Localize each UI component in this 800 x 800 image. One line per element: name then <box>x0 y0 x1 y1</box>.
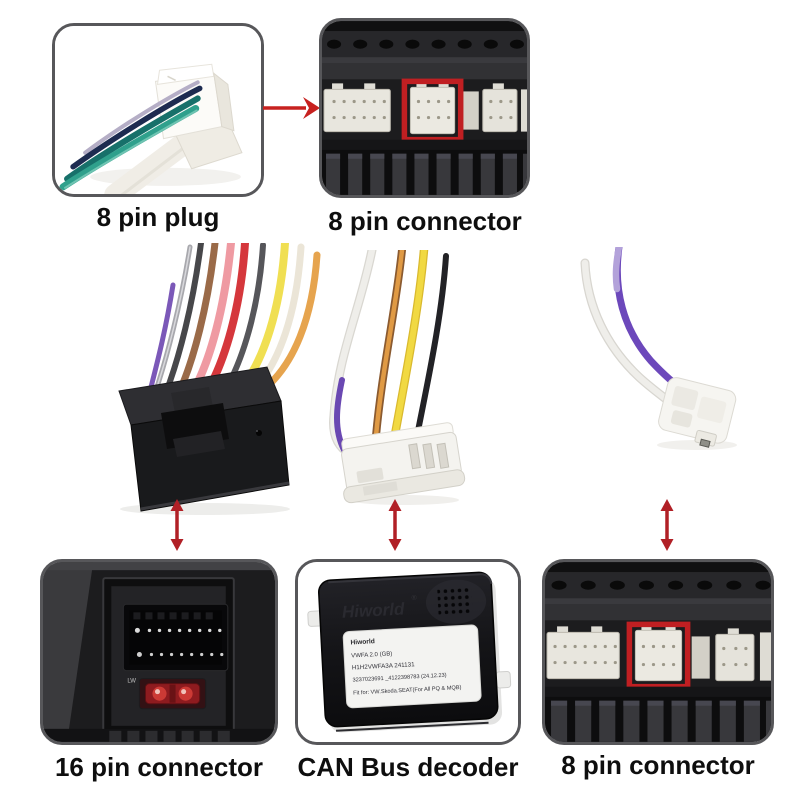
mount-tab-right <box>495 670 512 689</box>
harness-white-connector-photo <box>320 250 470 508</box>
vent-holes <box>551 580 771 590</box>
harness-16pin-plug-photo <box>75 243 325 515</box>
8pin-plug-photo <box>55 26 261 194</box>
16pin-socket-photo: LW <box>43 562 275 742</box>
photo-frame-16pin-connector: LW <box>40 559 278 745</box>
connector-row <box>323 81 527 135</box>
harness-wires <box>329 250 449 459</box>
canbus-decoder-photo: Hiworld ® Hiworld VWFA 2.0 (GB) H1H2VWFA… <box>298 562 518 742</box>
caption-8pin-connector-bottom: 8 pin connector <box>561 750 755 780</box>
label-line-model: VWFA 2.0 (GB) <box>351 651 392 659</box>
label-line-part: H1H2VWFA3A 241131 <box>352 661 416 671</box>
arrow-double-vertical-icon <box>388 499 402 551</box>
head-unit-rear-photo-bottom <box>545 562 771 742</box>
small-white-connector-body <box>658 377 737 448</box>
caption-8pin-plug: 8 pin plug <box>96 202 220 232</box>
label-line-brand: Hiworld <box>350 638 375 646</box>
head-unit-rear-photo-top <box>322 21 527 195</box>
connector-row <box>546 624 771 682</box>
arrow-right-icon <box>263 97 320 119</box>
arrow-double-vertical-icon <box>170 499 184 551</box>
photo-frame-canbus-decoder: Hiworld ® Hiworld VWFA 2.0 (GB) H1H2VWFA… <box>295 559 521 745</box>
heatsink-fins <box>326 153 527 195</box>
16pin-socket <box>122 603 229 672</box>
white-connector-body <box>341 422 466 504</box>
heatsink-fins <box>551 700 771 742</box>
plug-wires <box>59 80 203 191</box>
black-16pin-plug-body <box>118 366 290 512</box>
vent-holes <box>327 39 524 49</box>
speaker-grille <box>437 586 473 617</box>
caption-16pin-connector: 16 pin connector <box>54 752 264 782</box>
arrow-double-vertical-icon <box>660 499 674 551</box>
label-line-serial: 3237023691 _4122398783 (24.12.23) <box>352 673 447 684</box>
embossed-reg-mark: ® <box>411 594 417 602</box>
fuse-marking-text: LW <box>127 679 136 685</box>
decoder-label: Hiworld VWFA 2.0 (GB) H1H2VWFA3A 241131 … <box>342 624 482 709</box>
caption-8pin-connector-top: 8 pin connector <box>328 206 522 236</box>
photo-frame-8pin-connector-top <box>319 18 530 198</box>
embossed-brand-text: Hiworld <box>341 599 405 621</box>
fuse-holder <box>138 678 207 710</box>
pigtail-connector-photo <box>555 247 755 452</box>
label-line-fitment: Fit for: VW.Skoda.SEAT(For All PQ & MQB) <box>353 685 462 697</box>
photo-frame-8pin-plug <box>52 23 264 197</box>
red-highlight-box <box>626 621 691 690</box>
caption-canbus-decoder: CAN Bus decoder <box>297 752 519 782</box>
photo-frame-8pin-connector-bottom <box>542 559 774 745</box>
